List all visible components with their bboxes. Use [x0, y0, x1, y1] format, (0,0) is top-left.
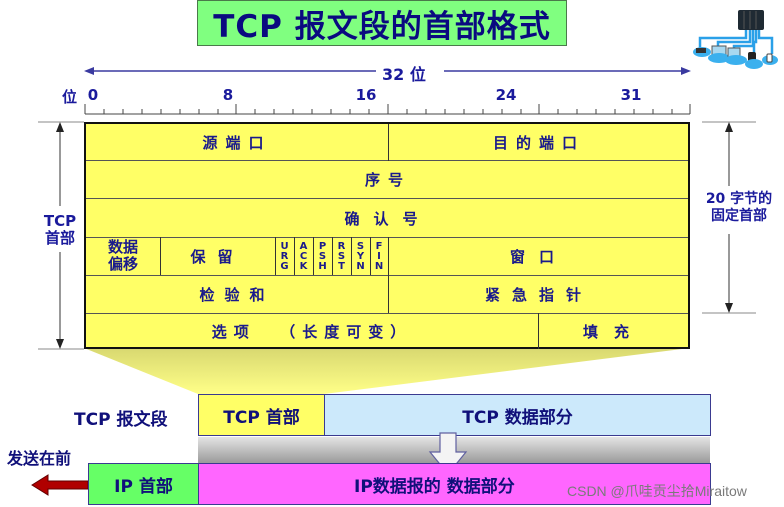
- tcp-header-side-label-line1: TCP: [43, 212, 77, 230]
- field-data-offset: 数据 偏移: [86, 237, 160, 275]
- tcp-header-side-label-line2: 首部: [44, 229, 75, 247]
- field-data-offset-line2: 偏移: [107, 255, 138, 273]
- tcp-header-height-arrow: [38, 121, 84, 350]
- tick-label-16: 16: [355, 86, 377, 104]
- zoom-projection: [84, 348, 690, 394]
- tick-label-24: 24: [495, 86, 517, 104]
- field-acknowledgment-number: 确认号: [344, 209, 432, 228]
- ip-header-block: IP 首部: [88, 463, 199, 505]
- span-arrow: [84, 67, 691, 75]
- tcp-segment-label: TCP 报文段: [74, 410, 168, 430]
- field-destination-port: 目的端口: [492, 134, 585, 152]
- tcp-header-side-label: TCP 首部: [40, 213, 80, 247]
- ip-data-block: IP数据报的 数据部分: [198, 463, 711, 505]
- diagram-title: TCP 报文段的首部格式: [197, 0, 567, 46]
- field-source-port: 源端口: [202, 134, 272, 152]
- fixed-header-side-label: 20 字节的 固定首部: [694, 191, 784, 225]
- network-topology-icon: [693, 10, 778, 69]
- tcp-data-block: TCP 数据部分: [324, 394, 711, 436]
- bit-ruler: [84, 104, 691, 115]
- tick-label-8: 8: [222, 86, 234, 104]
- field-padding: 填充: [582, 322, 645, 341]
- field-options: 选项 （长度可变）: [211, 322, 413, 341]
- tick-label-31: 31: [620, 86, 642, 104]
- fixed-header-side-label-line1: 20 字节的: [705, 191, 773, 207]
- send-first-label: 发送在前: [7, 449, 72, 468]
- field-checksum: 检验和: [199, 285, 275, 304]
- span-label: 32 位: [382, 65, 426, 84]
- send-direction-arrow-icon: [31, 474, 89, 496]
- tick-label-0: 0: [87, 86, 99, 104]
- bit-unit-label: 位: [62, 88, 78, 106]
- field-reserved: 保留: [190, 247, 245, 266]
- fixed-header-side-label-line2: 固定首部: [711, 208, 767, 224]
- fixed-header-height-arrow: [702, 121, 756, 314]
- field-urgent-pointer: 紧急指针: [484, 285, 593, 304]
- field-sequence-number: 序号: [364, 171, 411, 189]
- field-window: 窗口: [509, 247, 568, 266]
- tcp-header-block: TCP 首部: [198, 394, 325, 436]
- watermark: CSDN @爪哇贡尘拾Miraitow: [567, 483, 747, 499]
- field-data-offset-line1: 数据: [107, 238, 138, 256]
